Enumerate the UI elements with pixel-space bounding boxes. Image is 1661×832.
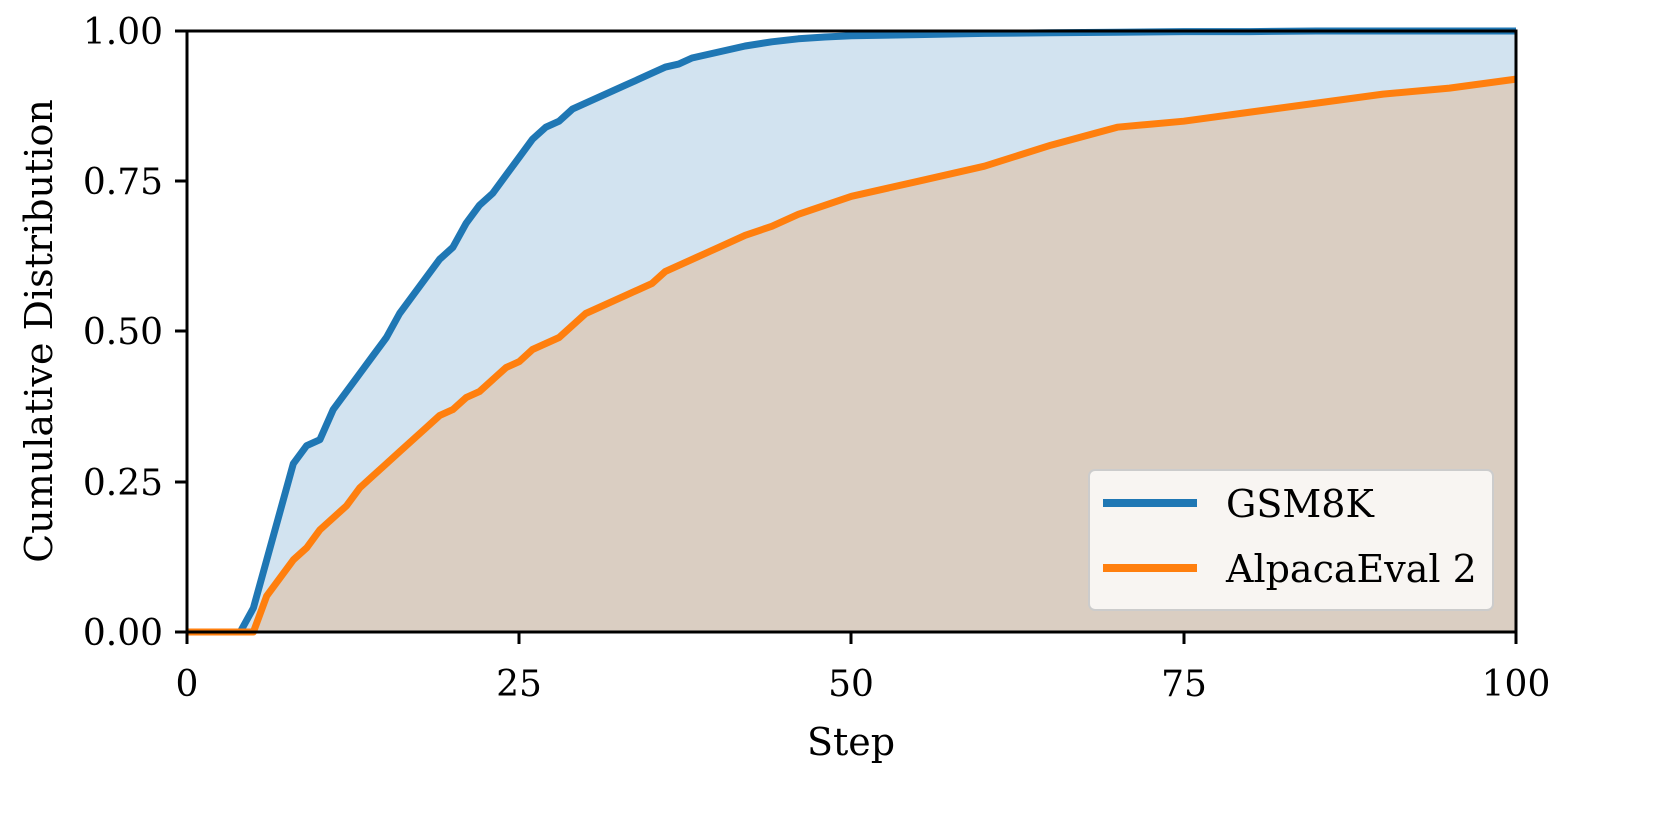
gsm8k-line [187,27,1516,636]
x-tick-label: 0 [176,664,199,705]
x-axis-label: Step [807,720,895,764]
x-axis: 0 25 50 75 100 Step [176,632,1551,764]
alpacaeval-line [187,75,1517,636]
y-tick-label: 0.25 [83,463,163,504]
y-tick-label: 1.00 [83,12,163,53]
y-tick-label: 0.75 [83,162,163,203]
legend-label-alpacaeval: AlpacaEval 2 [1225,547,1477,591]
x-tick-label: 50 [828,664,874,705]
x-tick-label: 75 [1161,664,1207,705]
x-tick-label: 100 [1482,664,1551,705]
legend: GSM8K AlpacaEval 2 [1088,469,1494,611]
y-axis: 0.00 0.25 0.50 0.75 1.00 Cumulative Dist… [17,12,187,654]
y-tick-label: 0.00 [83,613,163,654]
x-tick-label: 25 [496,664,542,705]
y-axis-label: Cumulative Distribution [17,99,61,563]
legend-label-gsm8k: GSM8K [1226,482,1374,526]
y-tick-label: 0.50 [83,312,163,353]
